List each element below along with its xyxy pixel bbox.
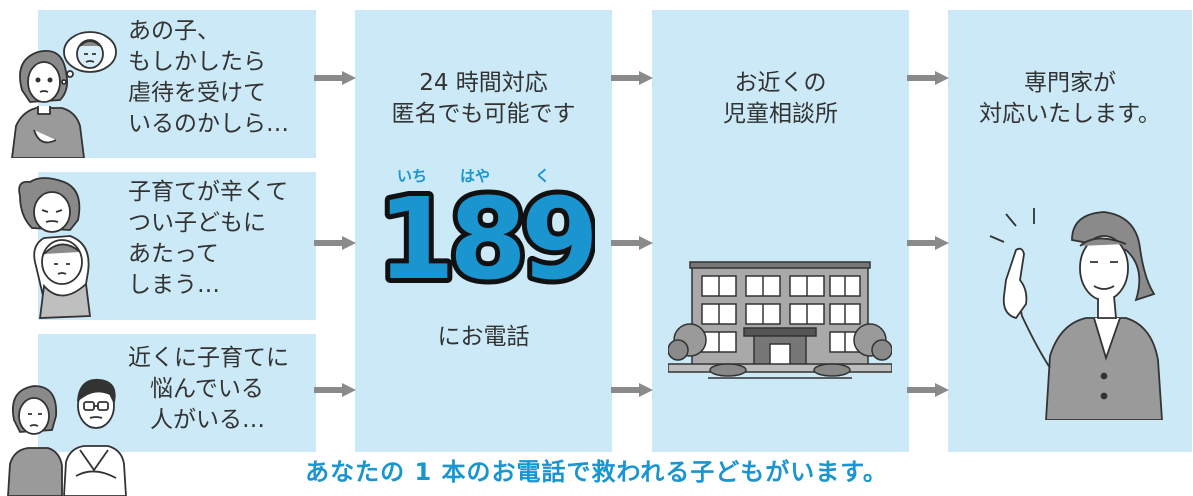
building-illustration xyxy=(668,261,892,379)
source-2-line-2: つい子どもに xyxy=(128,210,266,236)
hotline-number-189: 189 xyxy=(375,182,595,292)
arrow-center-to-expert-1 xyxy=(907,71,949,85)
source-3-line-1: 近くに子育てに xyxy=(128,345,289,371)
arrow-hotline-to-center-3 xyxy=(611,383,653,397)
center-line-2: 児童相談所 xyxy=(723,101,838,127)
source-1-line-1: あの子、 xyxy=(128,18,220,44)
expert-woman-illustration xyxy=(989,208,1163,420)
center-text: お近くの 児童相談所 xyxy=(652,68,909,130)
ruby-ku: く xyxy=(535,167,551,185)
arrow-hotline-to-center-1 xyxy=(611,71,653,85)
arrow-3-to-hotline xyxy=(314,383,356,397)
source-2-line-1: 子育てが辛くて xyxy=(128,179,289,205)
source-3-line-2: 悩んでいる xyxy=(150,376,264,402)
arrow-1-to-hotline xyxy=(314,71,356,85)
expert-text: 専門家が 対応いたします。 xyxy=(948,68,1192,130)
worried-woman-illustration xyxy=(11,31,117,158)
hotline-intro: 24 時間対応 匿名でも可能です xyxy=(355,68,612,130)
source-1-line-4: いるのかしら… xyxy=(128,111,289,137)
hotline-box xyxy=(355,10,612,452)
expert-line-1: 専門家が xyxy=(1024,70,1116,96)
expert-line-2: 対応いたします。 xyxy=(979,101,1161,127)
source-1-text: あの子、 もしかしたら 虐待を受けて いるのかしら… xyxy=(128,16,289,140)
source-1-line-2: もしかしたら xyxy=(128,49,266,75)
source-1-line-3: 虐待を受けて xyxy=(128,80,266,106)
hotline-number-text: 189 xyxy=(377,182,593,292)
hotline-intro-line-1: 24 時間対応 xyxy=(419,70,548,96)
source-3-line-3: 人がいる… xyxy=(150,407,265,433)
hotline-intro-line-2: 匿名でも可能です xyxy=(391,101,576,127)
parent-child-illustration xyxy=(18,177,92,319)
ruby-haya: はや xyxy=(460,167,491,185)
arrow-hotline-to-center-2 xyxy=(611,236,653,250)
concerned-neighbors-illustration xyxy=(7,378,127,496)
source-3-text: 近くに子育てに 悩んでいる 人がいる… xyxy=(128,343,289,436)
footer-message: あなたの 1 本のお電話で救われる子どもがいます。 xyxy=(305,458,888,486)
ruby-ichi: いち xyxy=(397,167,428,185)
hotline-call-text: にお電話 xyxy=(437,324,530,350)
arrow-center-to-expert-3 xyxy=(907,383,949,397)
source-2-line-4: しまう… xyxy=(128,272,220,298)
center-line-1: お近くの xyxy=(734,70,827,96)
source-2-text: 子育てが辛くて つい子どもに あたって しまう… xyxy=(128,177,288,301)
source-2-line-3: あたって xyxy=(128,241,219,267)
arrow-center-to-expert-2 xyxy=(907,236,949,250)
arrow-2-to-hotline xyxy=(314,236,356,250)
